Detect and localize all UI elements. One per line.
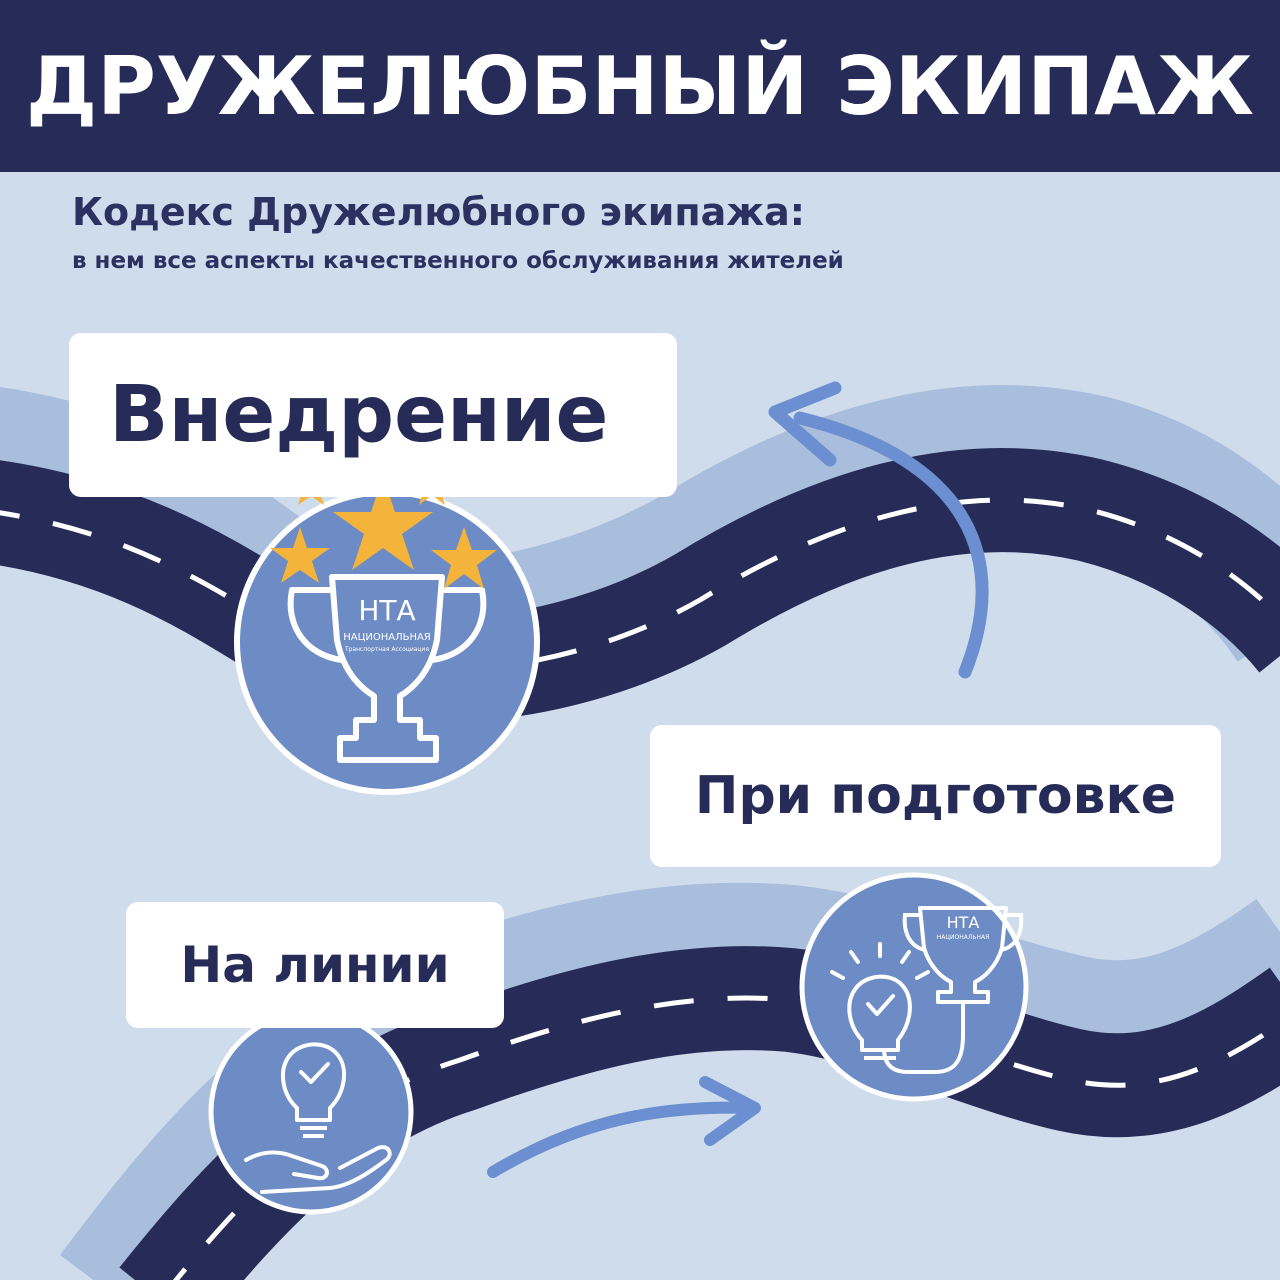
star-icon bbox=[431, 527, 497, 589]
trophy-logo-line2: Транспортная Ассоциация bbox=[344, 646, 429, 653]
lightbulb-to-trophy-icon: НТА НАЦИОНАЛЬНАЯ bbox=[799, 872, 1029, 1102]
stage-card-implementation: Внедрение bbox=[69, 333, 677, 497]
stage-card-preparation: При подготовке bbox=[650, 725, 1221, 867]
stage-card-on-route: На линии bbox=[126, 902, 504, 1028]
header-bar: ДРУЖЕЛЮБНЫЙ ЭКИПАЖ bbox=[0, 0, 1280, 172]
upper-road-dashes bbox=[0, 497, 1280, 673]
small-trophy-logo-abbr: НТА bbox=[947, 913, 980, 932]
stage-label-on-route: На линии bbox=[180, 936, 450, 994]
curved-arrow-up bbox=[768, 381, 989, 679]
intro-subheading: в нем все аспекты качественного обслужив… bbox=[72, 248, 844, 274]
trophy-logo-line1: НАЦИОНАЛЬНАЯ bbox=[343, 632, 431, 643]
lightbulb-in-hand-icon bbox=[208, 1009, 414, 1215]
star-icon bbox=[333, 476, 433, 570]
intro-heading: Кодекс Дружелюбного экипажа: bbox=[72, 190, 805, 234]
star-icon bbox=[270, 527, 330, 583]
curved-arrow-right bbox=[487, 1076, 761, 1178]
stage-label-preparation: При подготовке bbox=[694, 766, 1177, 826]
trophy-logo-abbr: НТА bbox=[358, 594, 415, 627]
page-title: ДРУЖЕЛЮБНЫЙ ЭКИПАЖ bbox=[26, 39, 1254, 133]
small-trophy-logo-line1: НАЦИОНАЛЬНАЯ bbox=[937, 934, 990, 941]
stage-label-implementation: Внедрение bbox=[109, 370, 609, 460]
